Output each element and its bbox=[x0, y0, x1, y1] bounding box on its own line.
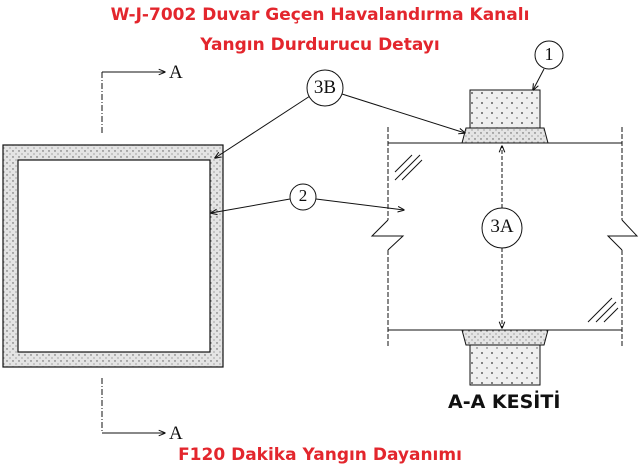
callout-3b-circle bbox=[306, 69, 344, 107]
callout-3b: 3B bbox=[313, 77, 337, 98]
title-line-2: Yangın Durdurucu Detayı bbox=[200, 35, 440, 55]
callout-3a-circle bbox=[481, 207, 523, 249]
section-arrow-top bbox=[101, 72, 165, 133]
callout-2-circle bbox=[289, 183, 317, 211]
floor-slab-bottom bbox=[461, 329, 549, 386]
duct-cross-section bbox=[2, 144, 224, 368]
callout-2: 2 bbox=[298, 186, 308, 205]
callout-1-circle bbox=[534, 40, 564, 70]
floor-slab-top bbox=[461, 89, 549, 144]
section-mark-bottom: A bbox=[169, 423, 183, 444]
callout-1: 1 bbox=[544, 44, 554, 64]
callout-3a: 3A bbox=[490, 216, 514, 237]
title-line-1: W-J-7002 Duvar Geçen Havalandırma Kanalı bbox=[110, 5, 530, 25]
section-label: A-A KESİTİ bbox=[448, 391, 561, 413]
fire-rating-footer: F120 Dakika Yangın Dayanımı bbox=[178, 445, 462, 465]
section-mark-top: A bbox=[169, 62, 183, 83]
section-arrow-bottom bbox=[101, 378, 165, 433]
leader-lines bbox=[211, 68, 545, 213]
